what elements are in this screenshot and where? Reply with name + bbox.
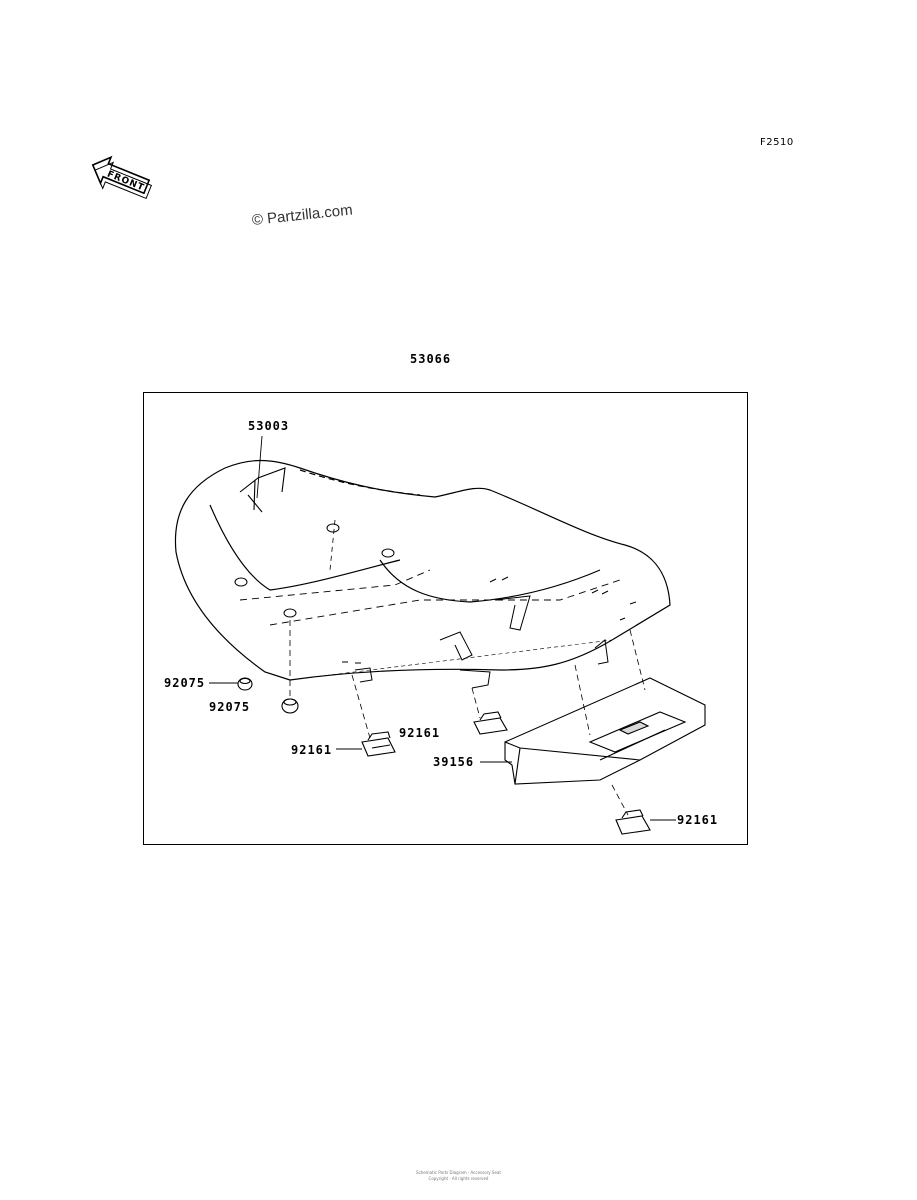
part-label-92161-b[interactable]: 92161 <box>291 743 333 757</box>
part-label-92075-a[interactable]: 92075 <box>164 676 206 690</box>
seat-mount-holes <box>234 523 637 664</box>
seat-body <box>174 459 671 681</box>
footer-line-1: Schematic Parts Diagram · Accessory Seat <box>416 1170 501 1175</box>
part-label-39156[interactable]: 39156 <box>433 755 475 769</box>
damper-92161-c <box>615 809 651 835</box>
footer-line-2: Copyright · All rights reserved <box>428 1176 489 1181</box>
figure-code: F2510 <box>760 137 794 148</box>
leader-53003 <box>256 435 263 499</box>
seat-front-tab <box>239 467 286 513</box>
part-label-92161-c[interactable]: 92161 <box>677 813 719 827</box>
damper-92161-b <box>473 711 508 735</box>
tray-39156 <box>504 677 706 785</box>
seat-brackets <box>354 595 609 689</box>
part-label-92161-a[interactable]: 92161 <box>399 726 441 740</box>
diagram-frame <box>143 392 748 845</box>
part-label-53003[interactable]: 53003 <box>248 419 290 433</box>
part-label-92075-b[interactable]: 92075 <box>209 700 251 714</box>
assembly-part-number: 53066 <box>410 352 452 366</box>
damper-92161-a <box>361 731 396 757</box>
